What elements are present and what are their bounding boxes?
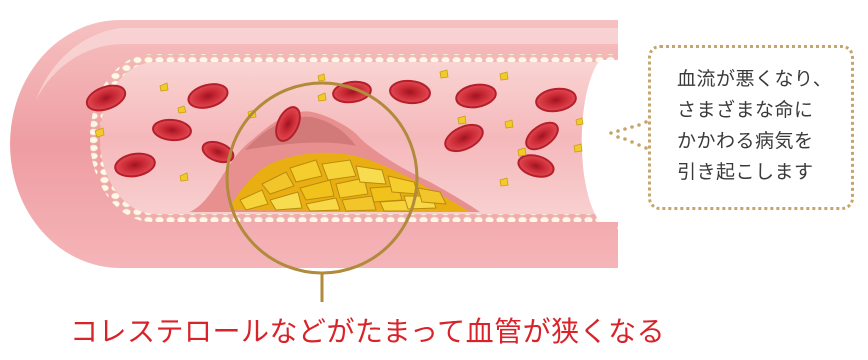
callout-line-2: さまざまな命に xyxy=(677,95,851,126)
callout-line-1: 血流が悪くなり、 xyxy=(677,64,851,95)
callout-line-4: 引き起こします xyxy=(677,157,851,188)
callout-line-3: かかわる病気を xyxy=(677,126,851,157)
diagram-caption: コレステロールなどがたまって血管が狭くなる xyxy=(70,310,665,350)
callout-box: 血流が悪くなり、 さまざまな命に かかわる病気を 引き起こします xyxy=(648,45,854,210)
